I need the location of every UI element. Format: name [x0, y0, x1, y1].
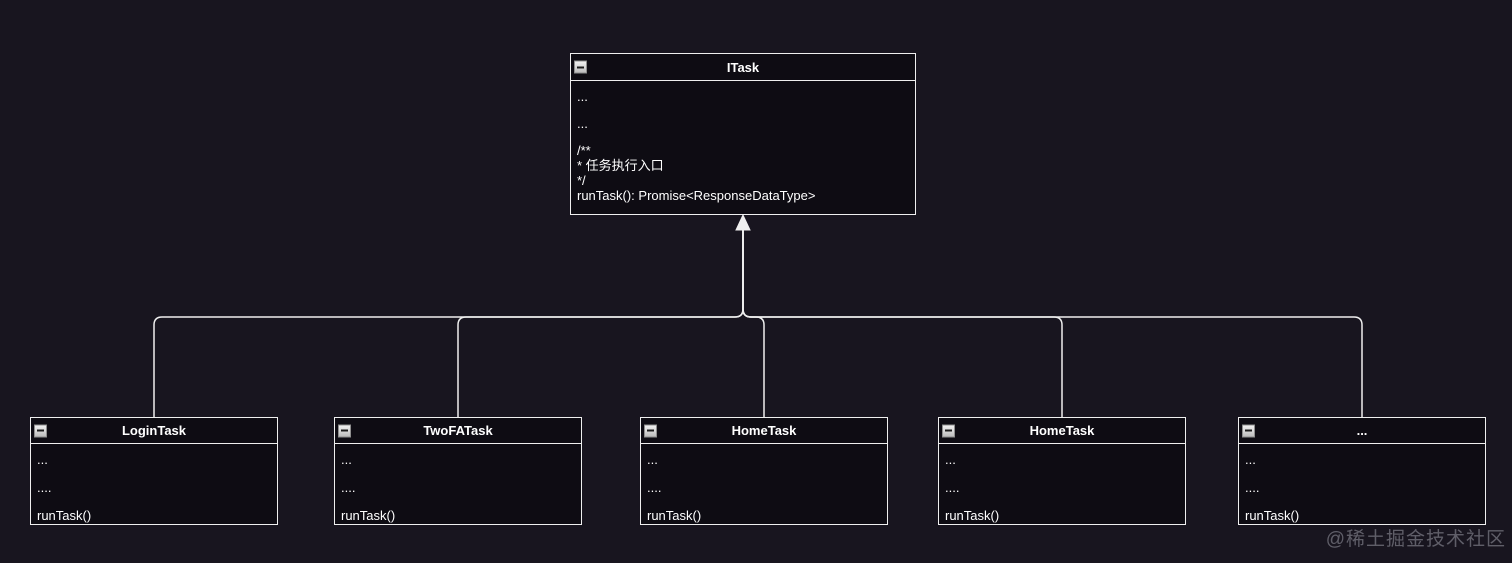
- collapse-minus-icon[interactable]: [644, 424, 657, 437]
- minus-glyph: [647, 429, 654, 432]
- edge-ellipsis-to-itask: [742, 229, 1363, 417]
- member-line: ...: [945, 452, 956, 467]
- minus-glyph: [37, 429, 44, 432]
- class-title: ITask: [726, 59, 760, 75]
- member-line: ...: [37, 452, 48, 467]
- class-members: ... .... runTask(): [31, 444, 277, 523]
- class-members: ... .... runTask(): [1239, 444, 1485, 523]
- class-title: LoginTask: [121, 423, 187, 438]
- member-line: runTask(): [647, 508, 702, 523]
- class-box-twofatask: TwoFATask ... .... runTask(): [334, 417, 582, 525]
- minus-glyph: [945, 429, 952, 432]
- member-line: ...: [577, 116, 588, 131]
- class-box-logintask: LoginTask ... .... runTask(): [30, 417, 278, 525]
- class-title: TwoFATask: [423, 423, 493, 438]
- class-header: ...: [1239, 418, 1485, 444]
- inheritance-arrowhead-icon: [735, 213, 751, 231]
- member-line: ...: [647, 452, 658, 467]
- class-header: HomeTask: [939, 418, 1185, 444]
- member-line: ....: [945, 480, 960, 495]
- collapse-minus-icon[interactable]: [574, 60, 587, 74]
- class-members: ... .... runTask(): [939, 444, 1185, 523]
- edge-hometask2-to-itask: [742, 229, 1063, 417]
- member-line: /**: [577, 143, 591, 158]
- class-header: HomeTask: [641, 418, 887, 444]
- member-line: ....: [647, 480, 662, 495]
- collapse-minus-icon[interactable]: [338, 424, 351, 437]
- class-members: ... .... runTask(): [641, 444, 887, 523]
- class-header: LoginTask: [31, 418, 277, 444]
- member-line: ....: [341, 480, 356, 495]
- class-title: HomeTask: [1029, 423, 1095, 438]
- collapse-minus-icon[interactable]: [942, 424, 955, 437]
- edge-twofatask-to-itask: [457, 229, 744, 417]
- minus-glyph: [1245, 429, 1252, 432]
- class-box-itask: ITask ... ... /** * 任务执行入口 */ runTask():…: [570, 53, 916, 215]
- member-line: runTask(): Promise<ResponseDataType>: [577, 188, 816, 203]
- class-box-hometask-2: HomeTask ... .... runTask(): [938, 417, 1186, 525]
- class-box-ellipsis: ... ... .... runTask(): [1238, 417, 1486, 525]
- edge-logintask-to-itask: [153, 229, 744, 417]
- class-members: ... ... /** * 任务执行入口 */ runTask(): Promi…: [571, 81, 915, 203]
- member-line: * 任务执行入口: [577, 158, 664, 173]
- class-title: ...: [1356, 423, 1368, 438]
- member-line: ....: [1245, 480, 1260, 495]
- member-line: */: [577, 173, 586, 188]
- edge-hometask1-to-itask: [742, 229, 765, 417]
- minus-glyph: [341, 429, 348, 432]
- member-line: runTask(): [1245, 508, 1300, 523]
- member-line: ....: [37, 480, 52, 495]
- member-line: ...: [1245, 452, 1256, 467]
- member-line: runTask(): [37, 508, 92, 523]
- watermark: @稀土掘金技术社区: [1325, 529, 1506, 550]
- class-members: ... .... runTask(): [335, 444, 581, 523]
- class-header: TwoFATask: [335, 418, 581, 444]
- class-header: ITask: [571, 54, 915, 81]
- collapse-minus-icon[interactable]: [34, 424, 47, 437]
- class-title: HomeTask: [731, 423, 797, 438]
- member-line: ...: [341, 452, 352, 467]
- minus-glyph: [577, 66, 584, 68]
- collapse-minus-icon[interactable]: [1242, 424, 1255, 437]
- class-box-hometask-1: HomeTask ... .... runTask(): [640, 417, 888, 525]
- member-line: runTask(): [945, 508, 1000, 523]
- member-line: ...: [577, 89, 588, 104]
- member-line: runTask(): [341, 508, 396, 523]
